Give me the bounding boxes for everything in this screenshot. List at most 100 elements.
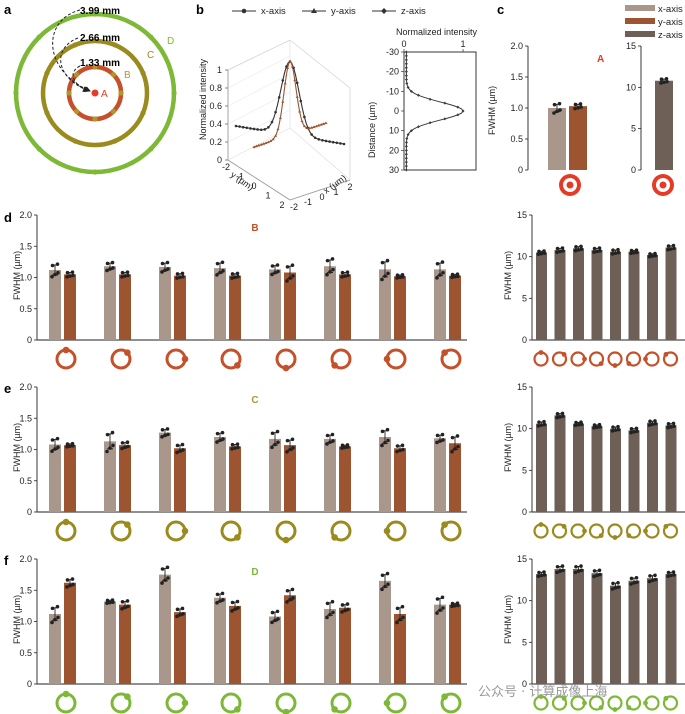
replicate-point [215,431,220,436]
replicate-point [398,448,402,453]
bar-z-axis [536,423,547,512]
bar-y-axis [394,276,406,340]
replicate-point [68,274,72,278]
ring-icon-small [662,523,679,539]
replicate-point [395,273,400,277]
replicate-point [671,570,676,574]
bar-z-axis [573,248,584,340]
psf-grid-line [227,73,291,107]
replicate-point [105,449,109,454]
arrow-c [60,37,90,93]
psf-y-point [298,109,302,113]
y-tick-label: 0 [27,679,32,689]
replicate-point [610,252,615,256]
replicate-point [215,601,219,605]
replicate-point [435,433,440,438]
row-title: B [251,223,258,234]
psf-x-point [256,128,259,131]
panel-b-psf: x-axis y-axis z-axis 00.20.40.60.81 -2-1… [198,6,478,212]
replicate-point [273,270,277,275]
replicate-point [616,585,621,589]
psf-y-point [259,142,263,146]
replicate-point [573,248,578,253]
replicate-point [672,424,676,429]
replicate-point [398,275,402,280]
bar-x-axis [379,269,391,340]
replicate-point [380,260,385,265]
replicate-point [235,599,240,604]
replicate-point [592,426,596,430]
y-tick-label: 2.0 [510,41,523,51]
replicate-point [230,600,235,605]
replicate-point [435,261,440,266]
bar-z-axis [554,569,566,684]
replicate-point [669,573,673,578]
ring-icon [110,520,132,542]
psf-z-tick-label: 0.6 [209,101,222,111]
replicate-point [579,422,584,427]
replicate-point [276,440,280,445]
replicate-point [561,249,565,253]
replicate-point [125,440,130,445]
bar-z-axis [655,80,673,170]
replicate-point [343,608,347,613]
replicate-point [542,251,547,255]
replicate-point [597,246,602,250]
replicate-point [579,247,584,252]
replicate-point [340,446,344,450]
replicate-point [671,421,676,426]
zprof-tick-label: -20 [386,67,399,77]
psf-z-tick-label: 0.8 [209,83,222,93]
replicate-point [385,571,390,576]
y-tick-label: 1.5 [19,413,32,423]
ring-icon-spot [331,534,338,541]
y-tick-label: 0.5 [19,304,32,314]
replicate-point [576,248,581,252]
replicate-point [325,615,329,620]
y-tick-label: 0 [518,165,523,175]
replicate-point [610,429,615,433]
psf-y-point [310,126,314,129]
replicate-point [108,446,112,450]
replicate-point [574,564,578,569]
replicate-point [380,587,384,592]
replicate-point [539,573,544,578]
ring-icon-small-spot [643,528,648,534]
zprof-axis-label: Distance (µm) [367,102,377,158]
panel-label-f: f [4,553,9,568]
replicate-point [123,274,127,278]
replicate-point [400,443,405,448]
psf-y-tick-label: 0 [251,181,256,191]
replicate-point [236,606,240,610]
replicate-point [178,449,182,453]
replicate-point [270,431,275,436]
replicate-point [383,274,387,278]
psf-x-tick-label: 2 [347,182,352,192]
legend-marker-z [381,8,387,14]
replicate-point [65,270,70,275]
replicate-point [573,106,577,111]
ring-dot [72,42,78,48]
legend-c-y: y-axis [658,17,683,28]
zprof-point [404,54,408,58]
replicate-point [537,570,541,575]
bar-x-axis [324,266,336,340]
ring-icon-spot [282,708,290,714]
psf-y-point [264,141,268,145]
zprof-curve [405,52,464,170]
ring-dot [112,138,118,144]
replicate-point [346,445,350,449]
replicate-point [111,443,115,448]
legend-marker-x [241,8,247,14]
replicate-point [440,595,445,600]
replicate-point [666,244,671,248]
panel-a-rings: 3.99 mm 2.66 mm 1.33 mm A B C D [13,6,177,175]
replicate-point [55,604,60,609]
replicate-point [542,573,547,577]
replicate-point [340,603,345,607]
replicate-point [555,412,560,416]
replicate-point [68,444,72,449]
y-tick-label: 10 [517,424,527,434]
